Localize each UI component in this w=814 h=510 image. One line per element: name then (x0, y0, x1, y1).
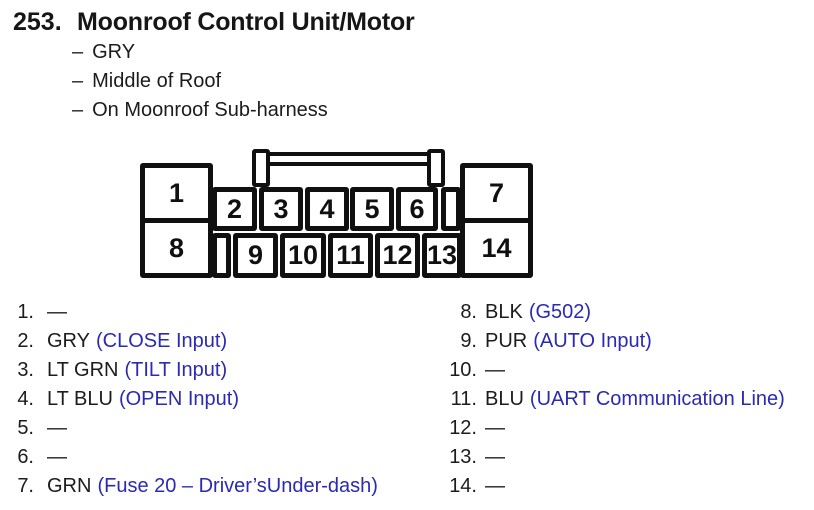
column-divider (465, 218, 528, 223)
pin-row-6: 6. — (12, 446, 378, 475)
connector-pin-2: 2 (212, 187, 257, 231)
pin-row-14: 14. — (420, 475, 785, 504)
pin-number: 2. (17, 330, 34, 352)
bullet-line-harness: –On Moonroof Sub-harness (72, 99, 328, 128)
dash-glyph: – (72, 41, 84, 63)
bullet-label: GRY (92, 41, 136, 63)
connector-pin-3: 3 (259, 187, 303, 231)
connector-diagram: 1 8 7 14 2 3 4 5 6 9 10 11 12 13 (140, 149, 533, 278)
wire-color: GRY (47, 330, 90, 352)
wire-color: BLU (485, 388, 524, 410)
pin-number: 7. (17, 475, 34, 497)
pin-number: 3. (17, 359, 34, 381)
connector-attributes: –GRY –Middle of Roof –On Moonroof Sub-ha… (72, 41, 328, 128)
connector-pin-4: 4 (305, 187, 349, 231)
pin-row-13: 13. — (420, 446, 785, 475)
wire-color: LT BLU (47, 388, 113, 410)
signal-note: (CLOSE Input) (95, 330, 228, 352)
bullet-label: On Moonroof Sub-harness (92, 99, 328, 121)
bullet-line-color: –GRY (72, 41, 328, 70)
pin-number: 10. (449, 359, 477, 381)
connector-pin-12: 12 (375, 233, 420, 278)
connector-pin-1: 1 (168, 177, 185, 208)
pin-number: 14. (449, 475, 477, 497)
wire-color: — (485, 446, 505, 468)
pin-number: 5. (17, 417, 34, 439)
wire-color: LT GRN (47, 359, 119, 381)
connector-pin-5: 5 (350, 187, 394, 231)
pin-row-1: 1. — (12, 301, 378, 330)
pin-row-7: 7. GRN (Fuse 20 – Driver’sUnder-dash) (12, 475, 378, 504)
pin-row-3: 3. LT GRN (TILT Input) (12, 359, 378, 388)
pin-number: 12. (449, 417, 477, 439)
page-title: Moonroof Control Unit/Motor (77, 8, 415, 36)
connector-tab-right (427, 149, 445, 187)
wire-color: — (485, 359, 505, 381)
connector-empty-cell-right (441, 187, 461, 231)
dash-glyph: – (72, 99, 84, 121)
signal-note: (OPEN Input) (118, 388, 240, 410)
wire-color: — (47, 446, 67, 468)
pin-row-11: 11. BLU (UART Communication Line) (420, 388, 785, 417)
connector-pin-8: 8 (168, 232, 185, 263)
pin-row-4: 4. LT BLU (OPEN Input) (12, 388, 378, 417)
connector-pin-14: 14 (481, 232, 512, 263)
wire-color: — (47, 301, 67, 323)
pin-number: 13. (449, 446, 477, 468)
signal-note: (UART Communication Line) (529, 388, 785, 410)
signal-note: (G502) (528, 301, 592, 323)
wire-color: PUR (485, 330, 528, 352)
column-divider (145, 218, 208, 223)
connector-column-1-8: 1 8 (140, 163, 213, 278)
pin-row-9: 9. PUR (AUTO Input) (420, 330, 785, 359)
connector-pin-11: 11 (328, 233, 373, 278)
pin-list-right: 8. BLK (G502) 9. PUR (AUTO Input) 10. — … (420, 301, 785, 504)
connector-pin-10: 10 (280, 233, 326, 278)
section-number: 253. (13, 8, 62, 36)
signal-note: (Fuse 20 – Driver’sUnder-dash) (97, 475, 378, 497)
connector-empty-cell-left (212, 233, 231, 278)
signal-note: (TILT Input) (124, 359, 228, 381)
pin-number: 8. (460, 301, 477, 323)
bullet-line-location: –Middle of Roof (72, 70, 328, 99)
section-heading: 253. Moonroof Control Unit/Motor (0, 8, 814, 38)
pin-number: 9. (460, 330, 477, 352)
connector-bridge-bar (255, 152, 445, 166)
pin-number: 11. (450, 388, 477, 410)
signal-note: (AUTO Input) (533, 330, 652, 352)
wire-color: GRN (47, 475, 92, 497)
pin-list-left: 1. — 2. GRY (CLOSE Input) 3. LT GRN (TIL… (12, 301, 378, 504)
dash-glyph: – (72, 70, 84, 92)
pin-number: 1. (17, 301, 34, 323)
pin-row-5: 5. — (12, 417, 378, 446)
connector-pin-13: 13 (422, 233, 462, 278)
wire-color: — (47, 417, 67, 439)
pin-number: 4. (17, 388, 34, 410)
wire-color: — (485, 417, 505, 439)
bullet-label: Middle of Roof (92, 70, 222, 92)
wire-color: BLK (485, 301, 523, 323)
connector-column-7-14: 7 14 (460, 163, 533, 278)
connector-tab-left (252, 149, 270, 187)
pin-row-2: 2. GRY (CLOSE Input) (12, 330, 378, 359)
pin-row-8: 8. BLK (G502) (420, 301, 785, 330)
pin-row-12: 12. — (420, 417, 785, 446)
pin-number: 6. (17, 446, 34, 468)
connector-pin-6: 6 (396, 187, 438, 231)
wire-color: — (485, 475, 505, 497)
pin-row-10: 10. — (420, 359, 785, 388)
connector-pin-7: 7 (488, 177, 505, 208)
connector-pin-9: 9 (233, 233, 278, 278)
